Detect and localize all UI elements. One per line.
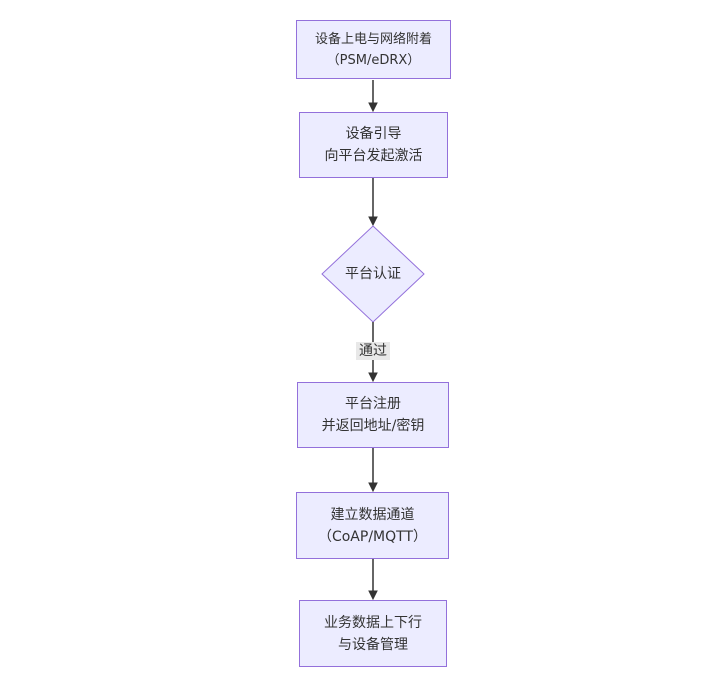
flow-node-data-channel: 建立数据通道 （CoAP/MQTT） <box>296 492 449 559</box>
arrow-head-bootstrap-to-auth <box>368 216 378 227</box>
node-text-line: 向平台发起激活 <box>324 148 423 164</box>
node-text-line: 平台注册 <box>345 396 401 412</box>
arrow-head-auth-to-register <box>368 372 378 383</box>
flow-node-business-data: 业务数据上下行 与设备管理 <box>299 600 447 667</box>
flow-node-platform-register: 平台注册 并返回地址/密钥 <box>297 382 449 448</box>
node-text-line: 设备引导 <box>345 126 402 142</box>
node-text-line: 建立数据通道 <box>330 506 415 523</box>
flow-node-platform-auth-label: 平台认证 <box>345 266 401 282</box>
flow-node-power-attach: 设备上电与网络附着 （PSM/eDRX） <box>296 20 451 79</box>
arrow-head-power-to-bootstrap <box>368 102 378 113</box>
node-text-line: 设备上电与网络附着 <box>314 31 432 47</box>
arrow-head-register-to-channel <box>368 482 378 493</box>
node-text-line: （PSM/eDRX） <box>326 52 421 68</box>
node-text-line: 与设备管理 <box>338 636 408 653</box>
arrow-head-channel-to-business <box>368 590 378 601</box>
node-text-line: 业务数据上下行 <box>324 614 422 631</box>
edge-label-pass: 通过 <box>356 342 390 360</box>
node-text-line: 并返回地址/密钥 <box>321 418 425 434</box>
flow-node-bootstrap: 设备引导 向平台发起激活 <box>299 112 448 178</box>
node-text-line: （CoAP/MQTT） <box>317 528 428 545</box>
